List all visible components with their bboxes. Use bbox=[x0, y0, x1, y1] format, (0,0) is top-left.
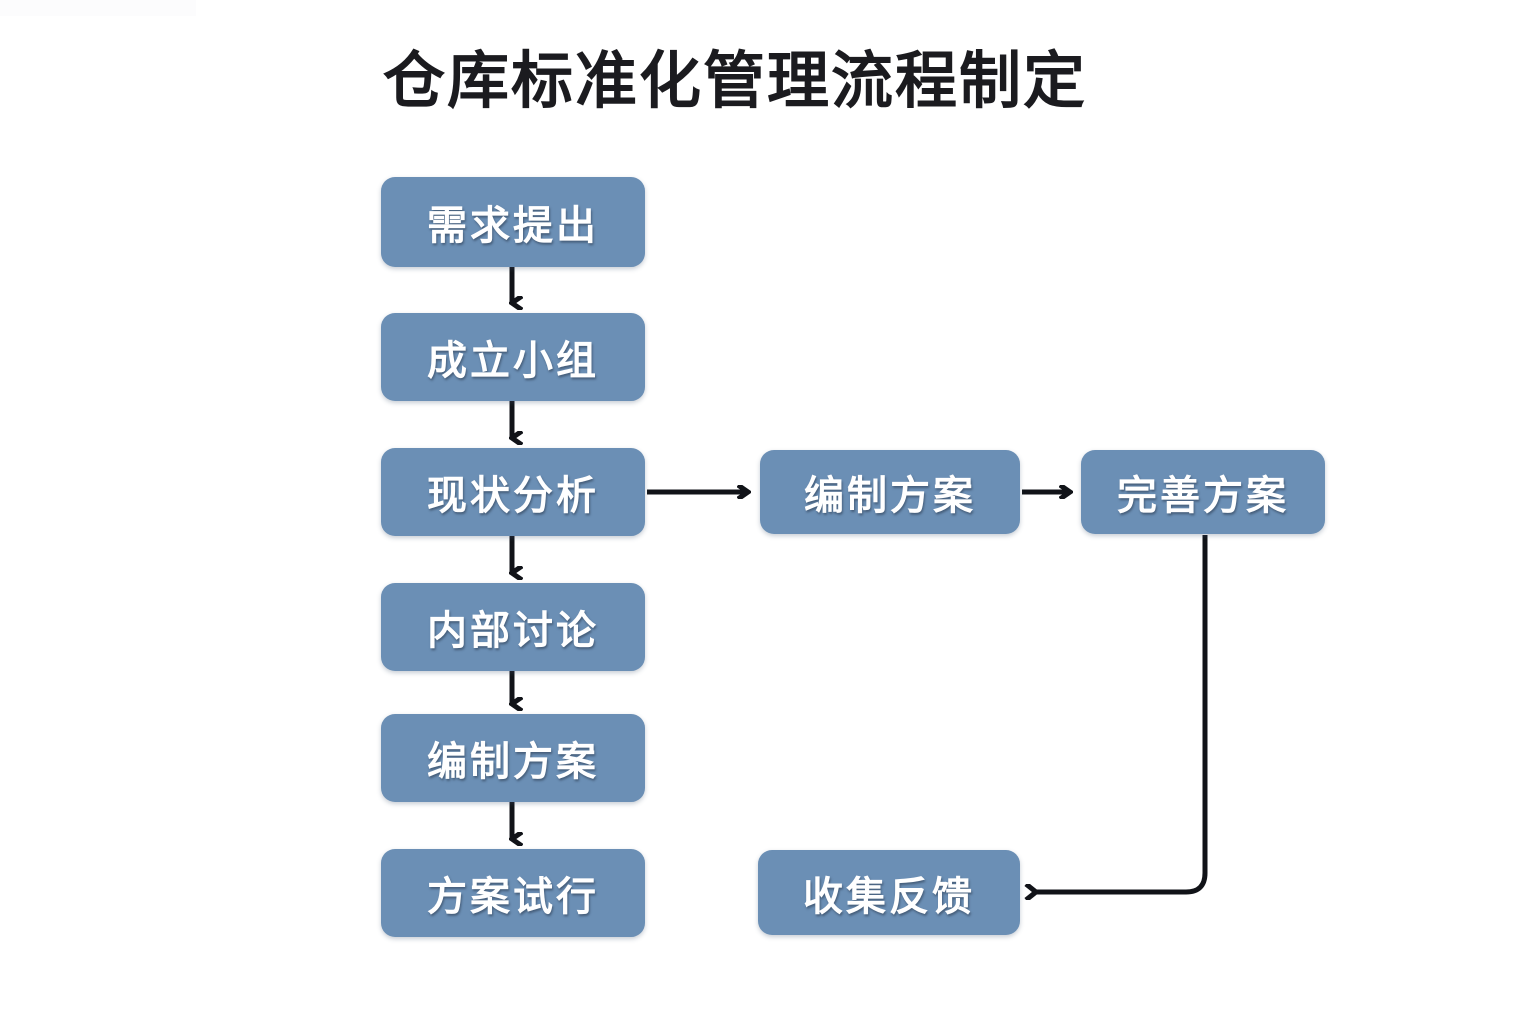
node-trial-implementation[interactable]: 方案试行 bbox=[381, 849, 645, 937]
node-current-state-analysis[interactable]: 现状分析 bbox=[381, 448, 645, 536]
node-requirement-proposal[interactable]: 需求提出 bbox=[381, 177, 645, 267]
node-collect-feedback[interactable]: 收集反馈 bbox=[758, 850, 1020, 935]
node-form-team[interactable]: 成立小组 bbox=[381, 313, 645, 401]
node-internal-discussion[interactable]: 内部讨论 bbox=[381, 583, 645, 671]
page-title: 仓库标准化管理流程制定 bbox=[382, 47, 1087, 116]
node-draft-plan-left[interactable]: 编制方案 bbox=[381, 714, 645, 802]
node-draft-plan-right[interactable]: 编制方案 bbox=[760, 450, 1020, 534]
edge-n8-n9 bbox=[1036, 535, 1208, 892]
node-improve-plan[interactable]: 完善方案 bbox=[1081, 450, 1325, 534]
top-left-artifact bbox=[0, 0, 196, 16]
